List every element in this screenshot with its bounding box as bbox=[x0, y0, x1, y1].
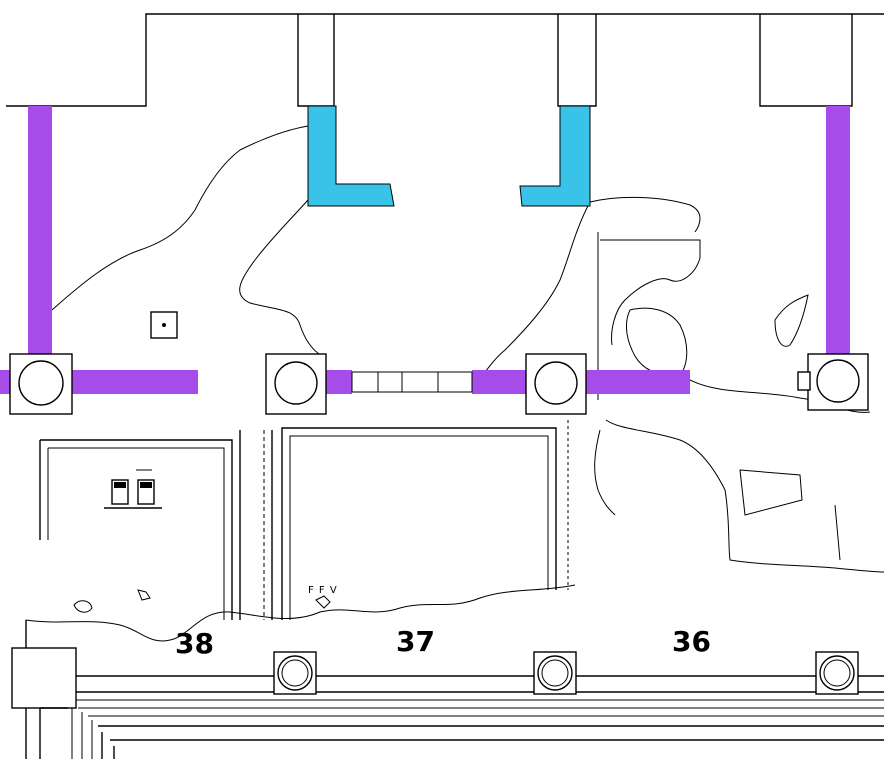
beam-segment-plain bbox=[351, 371, 473, 393]
bottom-column-2 bbox=[533, 651, 577, 695]
beam-right-vertical bbox=[826, 106, 850, 354]
ceiling-fixture bbox=[150, 311, 178, 339]
bay-label-38: 38 bbox=[175, 627, 214, 660]
column-4 bbox=[797, 353, 869, 411]
bay-label-37: 37 bbox=[396, 625, 435, 658]
ffv-symbol bbox=[73, 589, 331, 613]
top-wall bbox=[6, 13, 884, 107]
beams bbox=[0, 106, 850, 394]
room-38 bbox=[39, 439, 233, 620]
room-37 bbox=[281, 420, 569, 620]
beam-horizontal-b bbox=[326, 370, 352, 394]
lower-damage-edge bbox=[25, 584, 576, 642]
beam-left-vertical bbox=[28, 106, 52, 374]
cylinder-equipment bbox=[104, 469, 162, 509]
bottom-columns bbox=[273, 651, 859, 695]
bottom-wall bbox=[11, 620, 884, 759]
opening-right bbox=[519, 105, 591, 207]
column-1 bbox=[9, 353, 73, 415]
column-2 bbox=[265, 353, 327, 415]
bottom-column-1 bbox=[273, 651, 317, 695]
damage-outline bbox=[51, 125, 884, 573]
bay-label-36: 36 bbox=[672, 625, 711, 658]
corridor-divider bbox=[239, 430, 273, 620]
openings bbox=[307, 105, 591, 207]
column-3 bbox=[525, 353, 587, 415]
opening-left bbox=[307, 105, 395, 207]
columns bbox=[9, 353, 869, 415]
equipment-tag: F F V bbox=[308, 585, 338, 596]
bottom-column-3 bbox=[815, 651, 859, 695]
